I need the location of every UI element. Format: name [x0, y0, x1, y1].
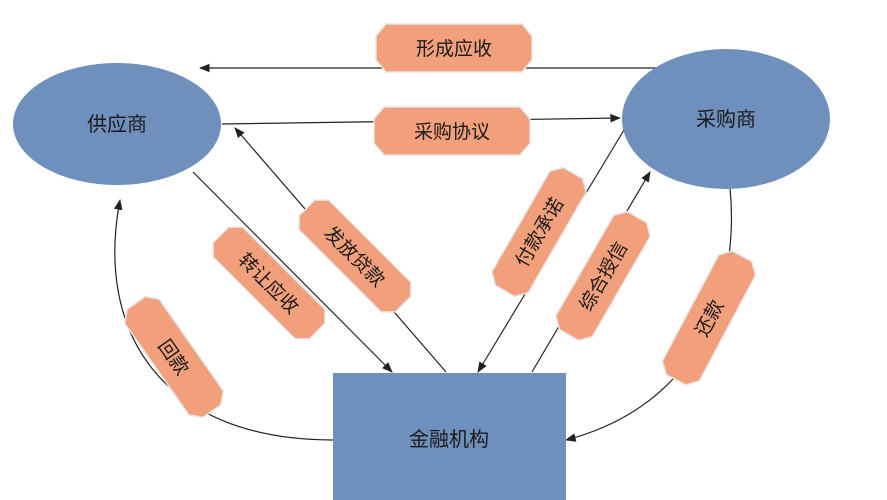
label-repayment-to-supplier: 回款 [123, 295, 225, 419]
edge-bank-pay-supplier [113, 198, 334, 441]
svg-text:采购协议: 采购协议 [414, 121, 490, 143]
label-receivable: 形成应收 [375, 23, 533, 73]
bank-node [333, 373, 566, 500]
buyer-label: 采购商 [696, 107, 756, 131]
supplier-node [13, 63, 221, 185]
edge-supplier-to-bank [192, 171, 393, 373]
supplier-label: 供应商 [87, 112, 147, 136]
bank-label: 金融机构 [409, 427, 489, 451]
label-repayment-to-bank: 还款 [661, 250, 757, 386]
label-transfer-receivable: 转让应收 [212, 226, 326, 340]
label-purchase-agreement: 采购协议 [373, 106, 531, 156]
svg-text:形成应收: 形成应收 [416, 38, 492, 60]
buyer-node [622, 49, 830, 189]
